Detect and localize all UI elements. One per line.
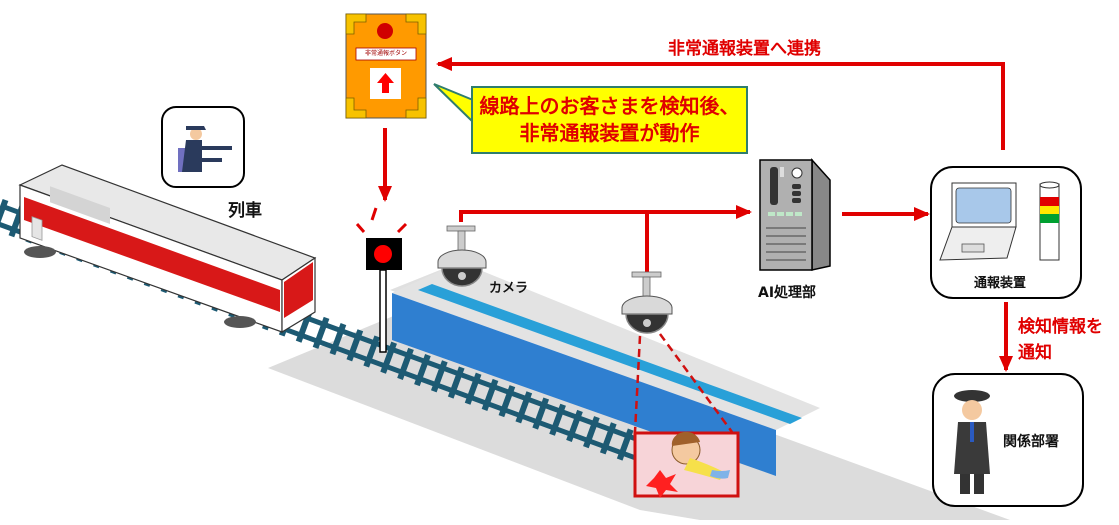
emergency-button-plate: 非常通報ボタン	[364, 50, 407, 57]
sleeper	[464, 372, 482, 405]
callout-box: 線路上のお客さまを検知後、 非常通報装置が動作	[471, 86, 748, 154]
arrow-cameras-to-ai	[459, 205, 752, 222]
sleeper	[329, 323, 347, 356]
server-icon	[759, 158, 831, 271]
link-to-emergency-label: 非常通報装置へ連携	[668, 39, 821, 59]
notify-label: 検知情報を 通知	[1018, 314, 1103, 366]
platform	[392, 262, 820, 476]
sleeper	[549, 403, 566, 436]
arrow-to-emergency-button	[436, 57, 1005, 150]
sleeper	[616, 428, 634, 461]
sleeper	[0, 198, 9, 224]
warning-signal-icon	[355, 207, 408, 353]
station-staff-icon	[954, 390, 990, 494]
sleeper	[566, 409, 583, 443]
sleeper	[414, 354, 431, 387]
notify-label-line-2: 通知	[1018, 343, 1052, 363]
dome-camera-icon-2	[621, 271, 734, 433]
sleeper	[447, 366, 465, 399]
notification-device-label: 通報装置	[974, 276, 1027, 291]
sleeper	[532, 397, 550, 430]
sleeper	[397, 347, 414, 380]
train-label: 列車	[228, 201, 262, 221]
notify-label-line-1: 検知情報を	[1018, 317, 1103, 337]
sleeper	[515, 391, 533, 424]
train-driver-icon	[178, 126, 232, 172]
sleeper	[312, 316, 330, 349]
callout-tail	[433, 83, 474, 125]
laptop-icon	[939, 182, 1017, 261]
sleeper	[498, 385, 516, 418]
sleeper	[363, 335, 381, 368]
arrows	[378, 57, 1013, 372]
train	[18, 164, 317, 334]
camera-label: カメラ	[489, 281, 529, 296]
sleeper	[346, 329, 364, 362]
dome-camera-icon	[437, 225, 487, 287]
emergency-button-device	[345, 13, 427, 119]
related-dept-label: 関係部署	[1003, 434, 1059, 450]
signal-tower-light-icon	[1039, 181, 1060, 261]
callout-line-1: 線路上のお客さまを検知後、	[479, 94, 740, 118]
sleeper	[481, 378, 499, 411]
sleeper	[599, 422, 617, 455]
fallen-person-icon	[633, 431, 740, 498]
sleeper	[380, 341, 397, 374]
sleeper	[430, 360, 448, 393]
ai-unit-label: AI処理部	[758, 285, 817, 301]
callout-line-2: 非常通報装置が動作	[519, 121, 700, 145]
sleeper	[583, 416, 600, 449]
